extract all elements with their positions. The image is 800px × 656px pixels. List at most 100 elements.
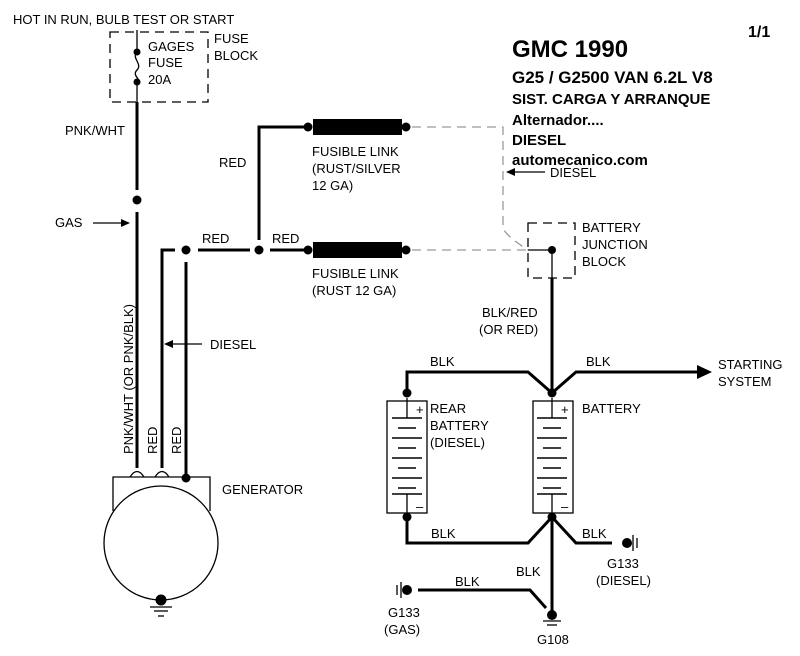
red-vertical-label-2: RED: [169, 427, 184, 454]
starting-system-label-1: STARTING: [718, 357, 783, 372]
g133-gas-note: (GAS): [384, 622, 420, 637]
title-make-year: GMC 1990: [512, 36, 628, 63]
battery-positive-terminal: [547, 388, 557, 398]
rear-battery-label-3: (DIESEL): [430, 435, 485, 450]
gas-arrow-icon: [121, 219, 130, 227]
g108-id: G108: [537, 632, 569, 647]
generator-icon: [103, 485, 219, 601]
blk-top-right-label: BLK: [586, 354, 611, 369]
fusible-links: RED RED FUSIBLE LINK (RUST/SILVER 12 GA)…: [219, 119, 596, 298]
blk-wire-rear-negative: [405, 515, 554, 545]
pnk-wht-label: PNK/WHT: [65, 123, 125, 138]
title-website: automecanico.com: [512, 152, 648, 169]
ground-g133-diesel-icon: [622, 535, 638, 551]
generator-connector-2: [154, 470, 170, 478]
generator-connector-1: [129, 470, 145, 478]
starting-system-arrow-icon: [697, 365, 712, 379]
g108-terminal: [547, 610, 557, 620]
rear-battery-plus: +: [416, 402, 424, 417]
ground-wiring: BLK BLK BLK BLK G133 (DIESEL) G133 (GAS)…: [384, 512, 651, 647]
g133-diesel-note: (DIESEL): [596, 573, 651, 588]
g133-gas-id: G133: [388, 605, 420, 620]
blk-bottom-left-label: BLK: [431, 526, 456, 541]
red-mid-right-label: RED: [272, 231, 299, 246]
blk-wire-g133-gas: [418, 588, 548, 609]
fuse-icon: [134, 51, 140, 83]
fusible-link-2-terminal-out: [401, 245, 411, 255]
g133-diesel-id: G133: [607, 556, 639, 571]
starting-system-label-2: SYSTEM: [718, 374, 771, 389]
blk-wire-rear-positive: [405, 370, 553, 395]
fusible-link-1-terminal-in: [303, 122, 313, 132]
diesel-left-annotation: DIESEL: [210, 337, 256, 352]
title-model: G25 / G2500 VAN 6.2L V8: [512, 68, 713, 87]
fusible-link-1-terminal-out: [401, 122, 411, 132]
generator-ground-terminal: [155, 594, 167, 606]
blk-wire-starting: [551, 370, 700, 395]
fusible-link-2-label-1: FUSIBLE LINK: [312, 266, 399, 281]
red-wire-upper: [257, 125, 306, 240]
blk-wire-g133-diesel: [550, 515, 612, 545]
pnk-wht-wire: PNK/WHT GAS PNK/WHT (OR PNK/BLK): [55, 102, 142, 468]
red-vertical-label-1: RED: [145, 427, 160, 454]
red-mid-left-label: RED: [202, 231, 229, 246]
fusible-link-2-terminal-in: [303, 245, 313, 255]
fusible-link-1-icon: [313, 119, 402, 135]
page-number: 1/1: [748, 24, 770, 41]
generator-label: GENERATOR: [222, 482, 303, 497]
junction-label-2: JUNCTION: [582, 237, 648, 252]
battery-minus: –: [561, 499, 569, 514]
rear-battery: + – REAR BATTERY (DIESEL): [386, 398, 489, 516]
blk-red-label-2: (OR RED): [479, 322, 538, 337]
red-upper-label: RED: [219, 155, 246, 170]
fuse-block-outline: [109, 31, 209, 103]
rear-battery-minus: –: [416, 499, 424, 514]
fusible-link-2-label-2: (RUST 12 GA): [312, 283, 396, 298]
junction-label-1: BATTERY: [582, 220, 641, 235]
diesel-right-annotation: DIESEL: [550, 165, 596, 180]
blk-bottom-right-label: BLK: [582, 526, 607, 541]
generator-battery-terminal: [181, 473, 191, 483]
title-system: SIST. CARGA Y ARRANQUE: [512, 91, 710, 108]
blk-red-label-1: BLK/RED: [482, 305, 538, 320]
title-engine: DIESEL: [512, 132, 566, 149]
g133-diesel-terminal: [622, 538, 632, 548]
diesel-right-arrow-icon: [506, 168, 515, 176]
ground-g108-icon: [543, 610, 561, 626]
splice-red-left: [181, 245, 191, 255]
splice-gas: [132, 195, 142, 205]
rear-battery-label-1: REAR: [430, 401, 466, 416]
blk-top-left-label: BLK: [430, 354, 455, 369]
fuse-label-1: GAGES: [148, 39, 195, 54]
battery: + – BATTERY: [532, 398, 641, 516]
fusible-link-2-icon: [313, 242, 402, 258]
diesel-arrow-icon: [164, 340, 173, 348]
rear-battery-cells-icon: [392, 417, 422, 495]
rear-battery-positive-terminal: [402, 388, 412, 398]
rear-battery-label-2: BATTERY: [430, 418, 489, 433]
ground-g133-gas-icon: [396, 582, 412, 598]
fuse-label-2: FUSE: [148, 55, 183, 70]
title-block: 1/1 GMC 1990 G25 / G2500 VAN 6.2L V8 SIS…: [512, 24, 770, 169]
fuse-block-label-2: BLOCK: [214, 48, 258, 63]
diesel-dashed-wire-1: [412, 126, 529, 251]
battery-label: BATTERY: [582, 401, 641, 416]
junction-label-3: BLOCK: [582, 254, 626, 269]
fuse-block-header: HOT IN RUN, BULB TEST OR START: [13, 12, 234, 27]
g133-gas-terminal: [402, 585, 412, 595]
battery-junction-block: BATTERY JUNCTION BLOCK: [527, 220, 648, 279]
title-component: Alternador....: [512, 112, 604, 129]
fusible-link-1-label-3: 12 GA): [312, 178, 353, 193]
battery-cells-icon: [537, 417, 567, 495]
pnk-wht-vertical-label: PNK/WHT (OR PNK/BLK): [121, 304, 136, 454]
red-wires: RED RED RED DIESEL: [145, 231, 256, 478]
fuse-block: HOT IN RUN, BULB TEST OR START FUSE BLOC…: [13, 12, 258, 103]
gas-annotation: GAS: [55, 215, 83, 230]
fuse-label-3: 20A: [148, 72, 171, 87]
fusible-link-1-label-1: FUSIBLE LINK: [312, 144, 399, 159]
generator: GENERATOR: [103, 470, 303, 617]
blk-vertical-label: BLK: [516, 564, 541, 579]
battery-plus: +: [561, 402, 569, 417]
blk-gas-ground-label: BLK: [455, 574, 480, 589]
